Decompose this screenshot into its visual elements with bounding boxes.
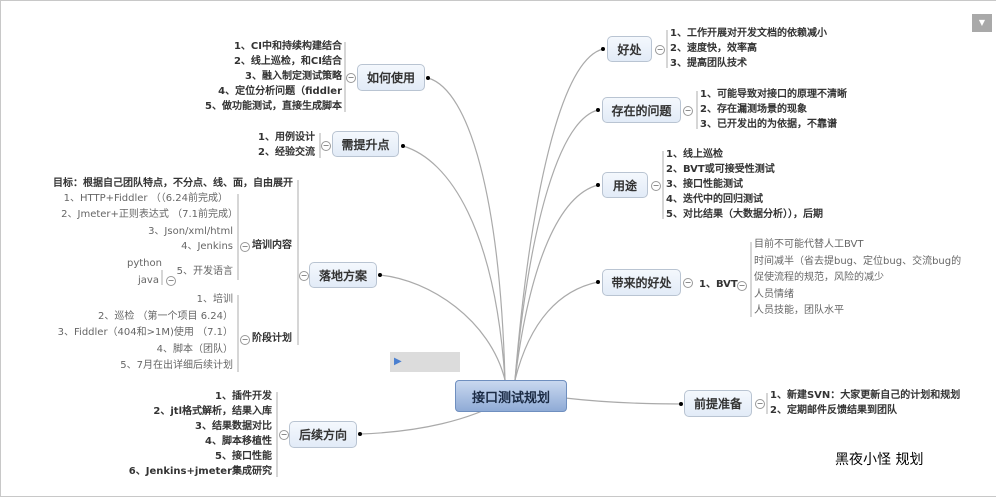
plan-goal[interactable]: 目标：根据自己团队特点，不分点、线、面，自由展开 <box>53 178 293 189</box>
collapse-icon[interactable]: − <box>166 276 176 286</box>
collapse-icon[interactable]: − <box>655 45 665 55</box>
topic-implementation-plan[interactable]: 落地方案 <box>309 262 377 288</box>
list-item[interactable]: 5、接口性能 <box>215 451 272 462</box>
list-item[interactable]: 4、脚本（团队） <box>156 344 233 355</box>
list-item[interactable]: 人员情绪 <box>754 289 794 300</box>
list-item[interactable]: 2、jtl格式解析，结果入库 <box>153 406 272 417</box>
collapse-icon[interactable]: − <box>279 430 289 440</box>
topic-usage[interactable]: 用途 <box>602 172 648 198</box>
topic-improvements[interactable]: 需提升点 <box>332 131 399 157</box>
list-item[interactable]: 2、定期邮件反馈结果到团队 <box>770 405 897 416</box>
chevron-down-icon: ▼ <box>978 18 986 27</box>
list-item[interactable]: 3、已开发出的为依据，不靠谱 <box>700 119 837 130</box>
list-item[interactable]: 6、Jenkins+jmeter集成研究 <box>128 466 272 477</box>
collapse-icon[interactable]: − <box>346 73 356 83</box>
list-item[interactable]: 目前不可能代替人工BVT <box>754 239 864 250</box>
topic-existing-problems[interactable]: 存在的问题 <box>602 97 681 123</box>
list-item[interactable]: 3、结果数据对比 <box>195 421 272 432</box>
collapse-icon[interactable]: − <box>321 141 331 151</box>
topic-benefits[interactable]: 好处 <box>607 36 652 62</box>
list-item[interactable]: 1、HTTP+Fiddler （（6.24前完成） <box>63 193 228 204</box>
collapse-icon[interactable]: − <box>683 106 693 116</box>
list-item[interactable]: python <box>127 258 162 269</box>
list-item[interactable]: 2、Jmeter+正则表达式 （7.1前完成） <box>61 209 238 220</box>
list-item[interactable]: 5、开发语言 <box>176 266 233 277</box>
list-item[interactable]: 3、Fiddler（404和>1M)使用 （7.1） <box>57 327 233 338</box>
list-item[interactable]: 1、线上巡检 <box>666 149 723 160</box>
list-item[interactable]: 5、对比结果（大数据分析）），后期 <box>666 209 823 220</box>
list-item[interactable]: 1、可能导致对接口的原理不清晰 <box>700 89 847 100</box>
list-item[interactable]: 1、用例设计 <box>258 132 315 143</box>
central-topic[interactable]: 接口测试规划 <box>455 380 567 412</box>
collapse-icon[interactable]: − <box>755 399 765 409</box>
list-item[interactable]: 1、工作开展对开发文档的依赖减小 <box>670 28 827 39</box>
topic-how-to-use[interactable]: 如何使用 <box>357 64 425 91</box>
list-item[interactable]: 促使流程的规范，风险的减少 <box>754 272 884 283</box>
topic-prerequisites[interactable]: 前提准备 <box>684 390 752 417</box>
list-item[interactable]: 4、定位分析问题（fiddler <box>218 86 342 97</box>
list-item[interactable]: 1、新建SVN：大家更新自己的计划和规划 <box>770 390 961 401</box>
list-item[interactable]: 2、经验交流 <box>258 147 315 158</box>
collapse-icon[interactable]: − <box>651 181 661 191</box>
list-item[interactable]: 4、Jenkins <box>181 241 233 252</box>
list-item[interactable]: java <box>138 275 159 286</box>
list-item[interactable]: 3、提高团队技术 <box>670 58 747 69</box>
list-item[interactable]: 人员技能，团队水平 <box>754 305 844 316</box>
list-item[interactable]: 1、插件开发 <box>215 391 272 402</box>
subtopic-stages[interactable]: 阶段计划 <box>252 333 292 344</box>
collapse-icon[interactable]: − <box>299 271 309 281</box>
list-item[interactable]: 3、融入制定测试策略 <box>245 71 342 82</box>
list-item[interactable]: 5、7月在出详细后续计划 <box>120 360 233 371</box>
play-icon[interactable]: ▶ <box>394 356 402 367</box>
topic-future-direction[interactable]: 后续方向 <box>289 421 357 448</box>
list-item[interactable]: 2、线上巡检，和CI结合 <box>233 56 342 67</box>
list-item[interactable]: 5、做功能测试，直接生成脚本 <box>205 101 342 112</box>
dropdown-button[interactable]: ▼ <box>972 14 992 32</box>
play-panel[interactable]: ▶ <box>390 352 460 372</box>
list-item[interactable]: 1、培训 <box>196 294 233 305</box>
collapse-icon[interactable]: − <box>240 242 250 252</box>
topic-gains[interactable]: 带来的好处 <box>602 269 681 296</box>
list-item[interactable]: 3、接口性能测试 <box>666 179 743 190</box>
list-item[interactable]: 2、速度快，效率高 <box>670 43 757 54</box>
list-item[interactable]: 时间减半（省去提bug、定位bug、交流bug的 <box>754 256 962 267</box>
list-item[interactable]: 1、CI中和持续构建结合 <box>233 41 342 52</box>
list-item[interactable]: 4、迭代中的回归测试 <box>666 194 763 205</box>
list-item[interactable]: 4、脚本移植性 <box>205 436 272 447</box>
subtopic-training[interactable]: 培训内容 <box>252 240 292 251</box>
subtopic-bvt[interactable]: 1、BVT <box>699 279 738 290</box>
list-item[interactable]: 2、巡检 （第一个项目 6.24） <box>98 311 233 322</box>
collapse-icon[interactable]: − <box>240 335 250 345</box>
list-item[interactable]: 2、存在漏测场景的现象 <box>700 104 807 115</box>
list-item[interactable]: 3、Json/xml/html <box>148 226 233 237</box>
author-caption: 黑夜小怪 规划 <box>835 452 924 468</box>
list-item[interactable]: 2、BVT或可接受性测试 <box>666 164 775 175</box>
collapse-icon[interactable]: − <box>683 278 693 288</box>
collapse-icon[interactable]: − <box>737 281 747 291</box>
